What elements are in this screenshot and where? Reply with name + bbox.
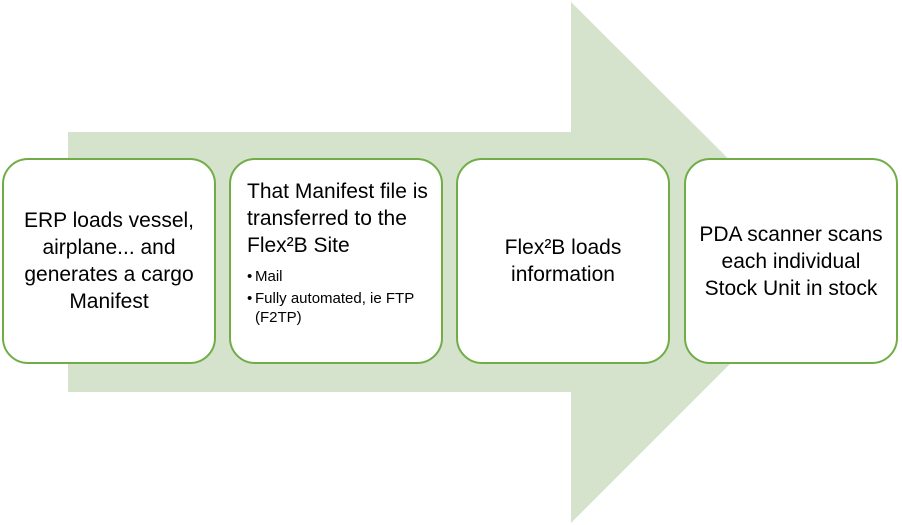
bullet-icon: • bbox=[247, 290, 253, 307]
step-2-text: That Manifest file is transferred to the… bbox=[247, 180, 428, 257]
step-2-content: That Manifest file is transferred to the… bbox=[231, 160, 441, 330]
step-2-bullet-item: • Fully automated, ie FTP (F2TP) bbox=[247, 289, 431, 327]
step-1-text: ERP loads vessel, airplane... and genera… bbox=[23, 209, 195, 313]
step-1-box: ERP loads vessel, airplane... and genera… bbox=[2, 158, 216, 364]
step-2-bullet-item: • Mail bbox=[247, 267, 431, 286]
step-2-bullet-text: Mail bbox=[255, 268, 283, 285]
bullet-icon: • bbox=[247, 268, 253, 285]
step-3-box: Flex²B loads information bbox=[456, 158, 670, 364]
step-2-bullet-list: • Mail • Fully automated, ie FTP (F2TP) bbox=[247, 267, 431, 327]
step-3-text: Flex²B loads information bbox=[504, 236, 622, 286]
process-arrow-shape bbox=[68, 2, 832, 523]
step-2-box: That Manifest file is transferred to the… bbox=[229, 158, 443, 364]
step-4-box: PDA scanner scans each individual Stock … bbox=[684, 158, 898, 364]
step-4-text: PDA scanner scans each individual Stock … bbox=[699, 222, 883, 300]
step-2-bullet-text: Fully automated, ie FTP (F2TP) bbox=[255, 290, 414, 326]
